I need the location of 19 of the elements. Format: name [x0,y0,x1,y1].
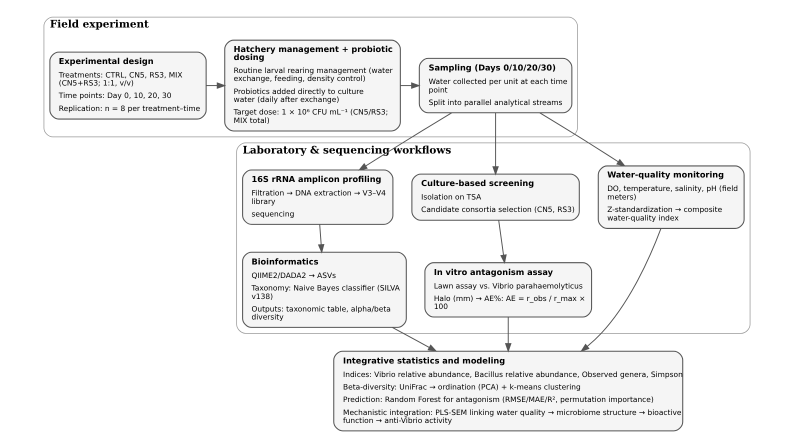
arrow [538,112,626,167]
arrow [504,316,512,353]
node-box: Water-quality monitoring DO, temperature, salinity, pH (field meters) Z-standardization → composite water-quality index [597,165,744,229]
node-box: Sampling (Days 0/10/20/30) Water collected per unit at each time point Split into parallel analytical streams [418,58,572,114]
node-box: Integrative statistics and modeling Indices: Vibrio relative abundance, Bacillus relative abundance, Observed genera, Simpson Beta-diversity: UniFrac → ordination (PCA) + k-means clustering Prediction: Random Forest for antagonism (RMSE/MAE/R², permutation importance) Mechanistic integration: PLS-SEM linking water quality → microbiome structure → bioactive function → anti-Vibrio activity [332,350,683,432]
arrow [492,112,498,176]
arrow [400,82,420,89]
node-box: 16S rRNA amplicon profiling Filtration → DNA extraction → V3–V4 library sequencing [242,170,393,225]
arrow [580,228,661,352]
arrow [498,220,506,264]
arrow [205,82,226,89]
node-box: In vitro antagonism assay Lawn assay vs. Vibrio parahaemolyticus Halo (mm) → AE%: AE = r_obs / r_max × 100 [424,262,592,318]
node-box: Bioinformatics QIIME2/DADA2 → ASVs Taxonomy: Naive Bayes classifier (SILVA v138) Outputs: taxonomic table, alpha/beta diversity [242,252,406,328]
arrow [358,112,452,171]
node-box: Hatchery management + probiotic dosing Routine larval rearing management (water exchange, feeding, density control) Probiotics added directly to culture water (daily after exchange) Target dose: 1 × 10⁶ CFU mL⁻¹ (CN5/RS3; MIX total) [224,40,400,132]
arrow [391,326,437,352]
arrow [317,224,324,254]
node-box: Culture-based screening Isolation on TSA Candidate consortia selection (CN5, RS3) [410,174,580,221]
node-box: Experimental design Treatments: CTRL, CN5, RS3, MIX (CN5+RS3; 1:1, v/v) Time points: Day 0, 10, 20, 30 Replication: n = 8 per treatment–time [48,52,206,120]
